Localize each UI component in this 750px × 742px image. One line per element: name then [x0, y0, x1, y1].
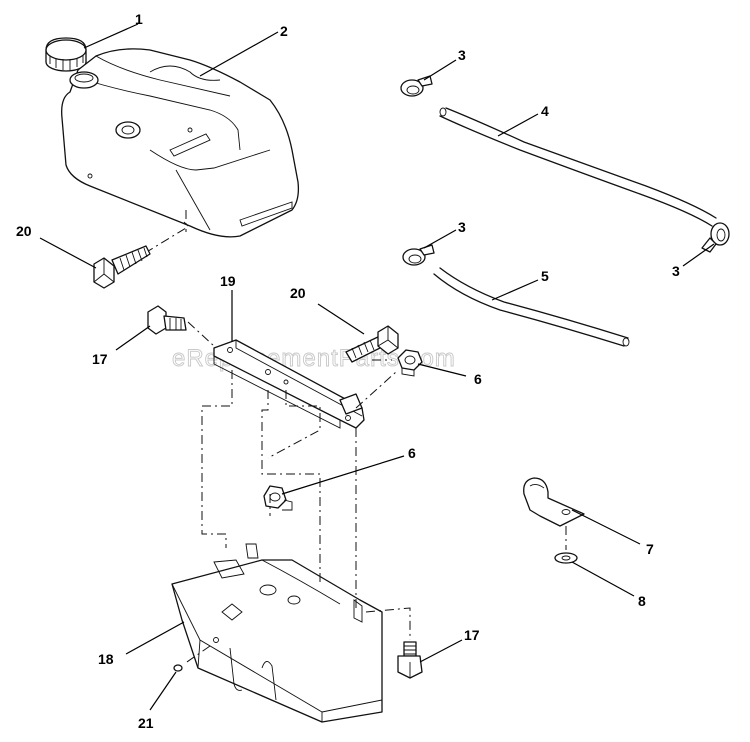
fuel-hose-long-part[interactable] — [439, 107, 717, 227]
callout-labels: 1 2 3 3 3 4 5 20 19 20 17 6 6 7 8 18 17 … — [16, 11, 680, 731]
callout-17-upper: 17 — [92, 351, 108, 367]
callout-6-upper: 6 — [474, 371, 482, 387]
push-nut-part[interactable] — [173, 664, 183, 672]
callout-4: 4 — [541, 103, 549, 119]
bracket-bolt-part[interactable] — [345, 325, 399, 363]
callout-7: 7 — [646, 541, 654, 557]
support-bracket-part[interactable] — [213, 339, 365, 429]
callout-20-middle: 20 — [290, 285, 306, 301]
fuel-cap-part[interactable] — [45, 37, 87, 72]
assembly-lines — [183, 210, 567, 665]
callout-8: 8 — [638, 593, 646, 609]
callout-5: 5 — [541, 268, 549, 284]
callout-3-upper: 3 — [458, 47, 466, 63]
hose-clamp-middle[interactable] — [402, 244, 435, 266]
lock-nut-upper-part[interactable] — [397, 349, 423, 377]
fuel-hose-short-part[interactable] — [433, 267, 630, 347]
callout-17-lower: 17 — [464, 627, 480, 643]
callout-6-lower: 6 — [408, 445, 416, 461]
leader-lines — [39, 23, 715, 711]
callout-21: 21 — [138, 715, 154, 731]
callout-19: 19 — [220, 273, 236, 289]
hose-clamp-right[interactable] — [701, 222, 730, 253]
tank-screw-part[interactable] — [93, 227, 187, 289]
callout-2: 2 — [280, 23, 288, 39]
callout-20-upper: 20 — [16, 223, 32, 239]
washer-part[interactable] — [554, 552, 578, 564]
callout-18: 18 — [98, 651, 114, 667]
tank-support-pan-part[interactable] — [171, 543, 383, 723]
hose-clip-part[interactable] — [523, 477, 585, 527]
hose-clamp-upper[interactable] — [400, 75, 433, 97]
callout-1: 1 — [135, 11, 143, 27]
callout-3-middle: 3 — [458, 219, 466, 235]
shoulder-bolt-upper-part[interactable] — [147, 305, 187, 335]
fuel-tank-part[interactable] — [61, 48, 300, 238]
shoulder-bolt-lower-part[interactable] — [397, 641, 423, 679]
callout-3-right: 3 — [672, 263, 680, 279]
lock-nut-lower-part[interactable] — [263, 485, 293, 511]
